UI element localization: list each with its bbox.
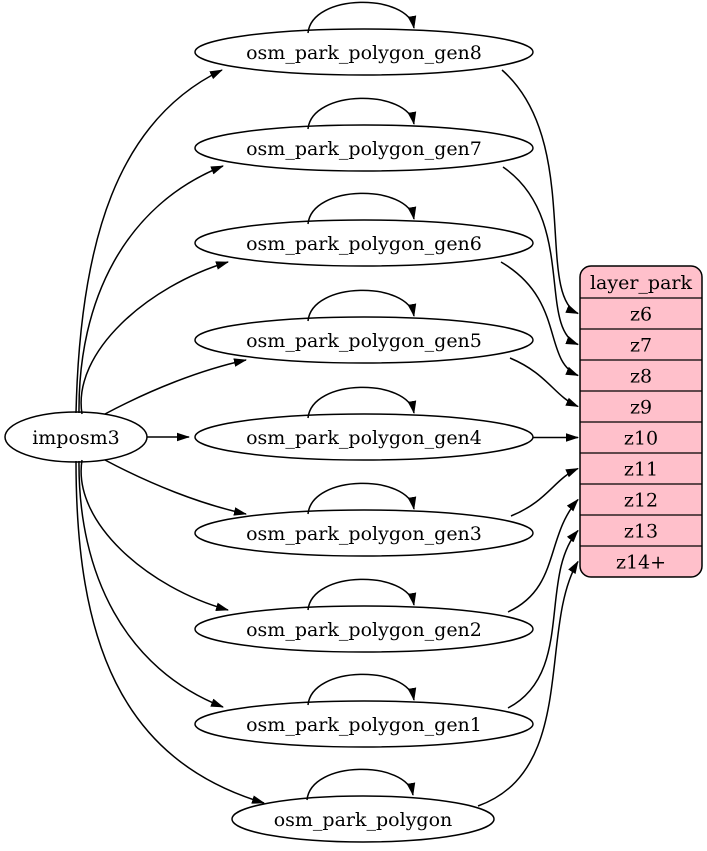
source-node-imposm3: imposm3 xyxy=(4,411,148,463)
table-node-label: osm_park_polygon_gen7 xyxy=(246,138,482,160)
edge-imposm3-to-osm_park_polygon_gen8 xyxy=(75,69,223,414)
table-row-zoom-label: z6 xyxy=(630,304,652,326)
layer-park-table-title: layer_park xyxy=(590,272,693,294)
edge-self-loop-osm_park_polygon_gen3 xyxy=(307,482,417,515)
edge-osm_park_polygon-to-row-z14+ xyxy=(477,560,579,807)
table-node-ellipse xyxy=(194,124,534,172)
edge-osm_park_polygon_gen1-to-row-z13 xyxy=(507,529,579,709)
edge-osm_park_polygon_gen2-to-row-z12 xyxy=(507,498,579,613)
table-node-label: osm_park_polygon_gen1 xyxy=(246,714,482,736)
edge-osm_park_polygon_gen8-to-row-z6 xyxy=(501,69,579,315)
edge-self-loop-osm_park_polygon_gen1 xyxy=(307,673,417,706)
table-row-zoom-label: z14+ xyxy=(616,552,666,574)
table-node-ellipse xyxy=(194,605,534,653)
table-node-ellipse xyxy=(231,795,495,843)
edge-self-loop-osm_park_polygon_gen6 xyxy=(307,192,417,225)
table-node-label: osm_park_polygon_gen4 xyxy=(246,427,482,449)
table-node-osm_park_polygon_gen4: osm_park_polygon_gen4 xyxy=(194,413,534,461)
layer-park-table: layer_park z6 z7 z8 z9 z10 z11 z12 z13 z14+ xyxy=(579,265,703,578)
table-row-zoom-label: z12 xyxy=(624,490,658,512)
edge-self-loop-osm_park_polygon_gen7 xyxy=(307,97,417,130)
table-node-label: osm_park_polygon_gen3 xyxy=(246,523,482,545)
table-node-osm_park_polygon_gen1: osm_park_polygon_gen1 xyxy=(194,700,534,748)
edge-self-loop-osm_park_polygon_gen2 xyxy=(307,578,417,611)
table-node-ellipse xyxy=(194,28,534,76)
table-node-osm_park_polygon_gen6: osm_park_polygon_gen6 xyxy=(194,219,534,267)
table-node-label: osm_park_polygon_gen8 xyxy=(246,42,482,64)
edge-imposm3-to-osm_park_polygon_gen6 xyxy=(80,261,229,415)
edge-osm_park_polygon_gen7-to-row-z7 xyxy=(502,166,579,346)
edge-imposm3-to-osm_park_polygon_gen2 xyxy=(80,459,229,611)
table-node-osm_park_polygon_gen2: osm_park_polygon_gen2 xyxy=(194,605,534,653)
table-node-osm_park_polygon_gen5: osm_park_polygon_gen5 xyxy=(194,316,534,364)
table-node-label: osm_park_polygon_gen5 xyxy=(246,330,482,352)
table-row-zoom-label: z8 xyxy=(630,366,652,388)
table-row-zoom-label: z11 xyxy=(624,459,658,481)
table-row-zoom-label: z7 xyxy=(630,335,652,357)
edge-osm_park_polygon_gen5-to-row-z9 xyxy=(509,357,579,408)
table-node-osm_park_polygon_gen8: osm_park_polygon_gen8 xyxy=(194,28,534,76)
edge-imposm3-to-osm_park_polygon xyxy=(75,460,265,804)
table-row-zoom-label: z13 xyxy=(624,521,658,543)
edge-imposm3-to-osm_park_polygon_gen3 xyxy=(104,459,247,516)
table-node-osm_park_polygon_gen7: osm_park_polygon_gen7 xyxy=(194,124,534,172)
edge-imposm3-to-osm_park_polygon_gen1 xyxy=(78,460,224,708)
table-row-zoom-label: z9 xyxy=(630,397,652,419)
table-node-ellipse xyxy=(194,316,534,364)
table-node-label: osm_park_polygon xyxy=(274,809,453,831)
table-node-ellipse xyxy=(194,700,534,748)
table-node-ellipse xyxy=(194,219,534,267)
table-node-label: osm_park_polygon_gen2 xyxy=(246,619,482,641)
edge-osm_park_polygon_gen3-to-row-z11 xyxy=(510,467,579,517)
table-node-label: osm_park_polygon_gen6 xyxy=(246,233,482,255)
edge-self-loop-osm_park_polygon_gen8 xyxy=(307,1,417,34)
table-node-osm_park_polygon_gen3: osm_park_polygon_gen3 xyxy=(194,509,534,557)
edge-self-loop-osm_park_polygon_gen5 xyxy=(307,289,417,322)
edge-imposm3-to-osm_park_polygon_gen7 xyxy=(78,165,224,414)
table-row-zoom-label: z10 xyxy=(624,428,658,450)
edge-osm_park_polygon_gen6-to-row-z8 xyxy=(500,261,579,377)
edge-self-loop-osm_park_polygon_gen4 xyxy=(307,386,417,419)
edge-imposm3-to-osm_park_polygon_gen5 xyxy=(104,358,247,415)
source-node-label: imposm3 xyxy=(32,427,120,449)
table-node-ellipse xyxy=(194,509,534,557)
table-node-osm_park_polygon: osm_park_polygon xyxy=(231,795,495,843)
edge-self-loop-osm_park_polygon xyxy=(306,768,416,801)
